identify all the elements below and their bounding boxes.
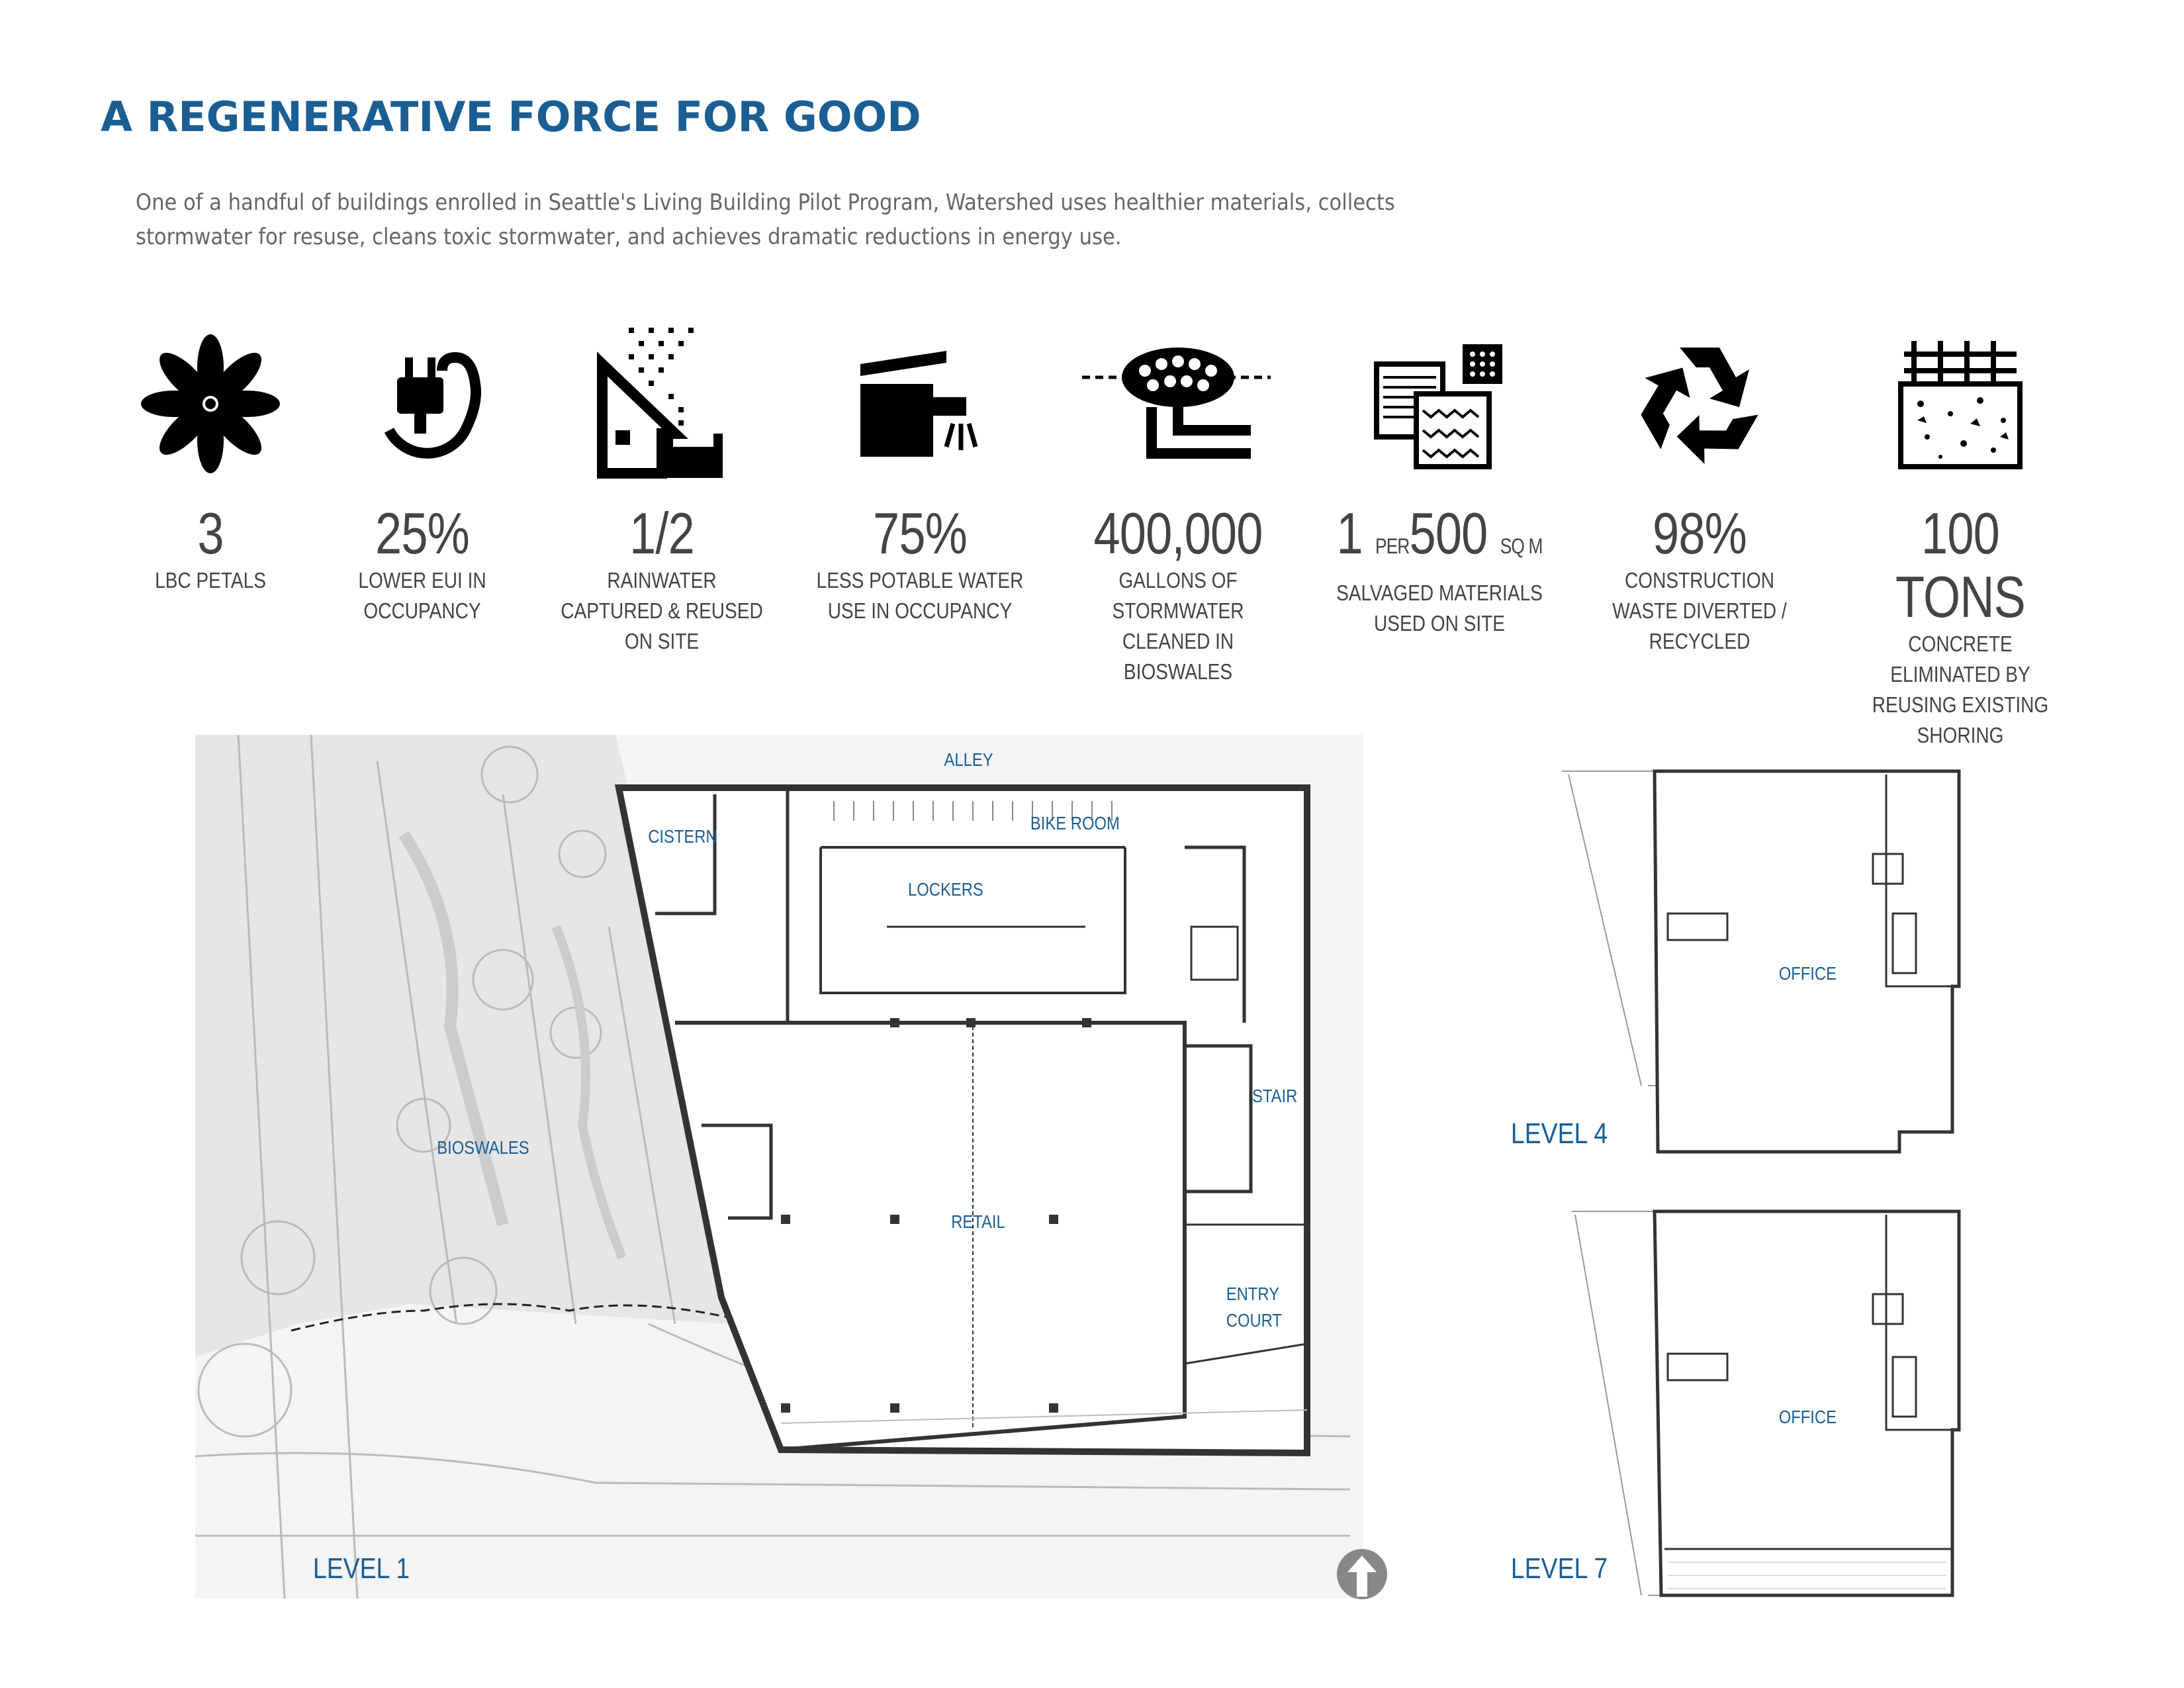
stat-label: RAINWATER CAPTURED & REUSED ON SITE <box>561 568 763 653</box>
intro-paragraph: One of a handful of buildings enrolled i… <box>136 189 1395 250</box>
stat-rainwater: 1/2 RAINWATER CAPTURED & REUSED ON SITE <box>536 324 788 657</box>
stat-value: 25% <box>375 500 470 566</box>
stat-label: LBC PETALS <box>155 568 266 592</box>
flower-icon <box>85 324 336 483</box>
room-label-office-level4: OFFICE <box>1778 963 1837 984</box>
stat-value-unit: SQ M <box>1500 534 1543 558</box>
stat-label: LOWER EUI IN OCCUPANCY <box>358 568 486 623</box>
room-label-bike-room: BIKE ROOM <box>1030 813 1120 833</box>
stat-value: 100 TONS <box>1895 500 2026 630</box>
stat-lower-eui: 25% LOWER EUI IN OCCUPANCY <box>296 324 548 626</box>
room-label-entry-court: ENTRY COURT <box>1226 1284 1282 1331</box>
stat-label: CONCRETE ELIMINATED BY REUSING EXISTING … <box>1872 632 2049 747</box>
stat-value: 75% <box>873 500 968 566</box>
level1-label: LEVEL 1 <box>312 1552 410 1585</box>
room-label-stair: STAIR <box>1252 1086 1298 1106</box>
stat-potable-water: 75% LESS POTABLE WATER USE IN OCCUPANCY <box>794 324 1046 626</box>
stat-lbc-petals: 3 LBC PETALS <box>85 324 336 596</box>
stat-value-per: PER <box>1375 534 1410 558</box>
level7-plan <box>1572 1209 1961 1597</box>
room-label-bioswales: BIOSWALES <box>437 1137 529 1158</box>
north-arrow-icon <box>1337 1549 1387 1599</box>
stat-value: 1/2 <box>629 500 695 566</box>
recycle-icon <box>1574 324 1825 483</box>
room-label-office-level7: OFFICE <box>1778 1407 1837 1427</box>
level4-plan <box>1562 769 1961 1154</box>
stat-value-part: 500 <box>1409 500 1488 566</box>
stat-value: 1 PER500 SQ M <box>1336 502 1543 578</box>
level7-label: LEVEL 7 <box>1510 1552 1608 1585</box>
plug-icon <box>296 324 548 483</box>
stat-construction-waste: 98% CONSTRUCTION WASTE DIVERTED / RECYCL… <box>1574 324 1825 657</box>
shoring-icon <box>1835 324 2086 483</box>
rain-house-icon <box>536 324 788 483</box>
stat-value-part: 1 <box>1336 500 1363 566</box>
stat-value: 3 <box>197 500 224 566</box>
room-label-alley: ALLEY <box>944 749 993 770</box>
stat-label: GALLONS OF STORMWATER CLEANED IN BIOSWAL… <box>1112 568 1244 684</box>
stat-value: 98% <box>1653 500 1747 566</box>
material-swatches-icon <box>1314 324 1565 483</box>
stat-concrete-eliminated: 100 TONS CONCRETE ELIMINATED BY REUSING … <box>1835 324 2086 751</box>
stat-salvaged-materials: 1 PER500 SQ M SALVAGED MATERIALS USED ON… <box>1314 324 1565 639</box>
drain-pipe-icon <box>1052 324 1304 483</box>
level4-label: LEVEL 4 <box>1510 1117 1608 1150</box>
stat-stormwater: 400,000 GALLONS OF STORMWATER CLEANED IN… <box>1052 324 1304 687</box>
stat-label: CONSTRUCTION WASTE DIVERTED / RECYCLED <box>1612 568 1787 653</box>
faucet-icon <box>794 324 1046 483</box>
room-label-retail: RETAIL <box>951 1211 1005 1232</box>
room-label-lockers: LOCKERS <box>908 879 983 900</box>
room-label-cistern: CISTERN <box>648 826 717 847</box>
stat-value: 400,000 <box>1093 500 1263 566</box>
stat-label: LESS POTABLE WATER USE IN OCCUPANCY <box>816 568 1024 623</box>
stat-label: SALVAGED MATERIALS USED ON SITE <box>1336 581 1543 635</box>
level1-building <box>614 784 1310 1457</box>
page-title: A REGENERATIVE FORCE FOR GOOD <box>101 93 921 141</box>
